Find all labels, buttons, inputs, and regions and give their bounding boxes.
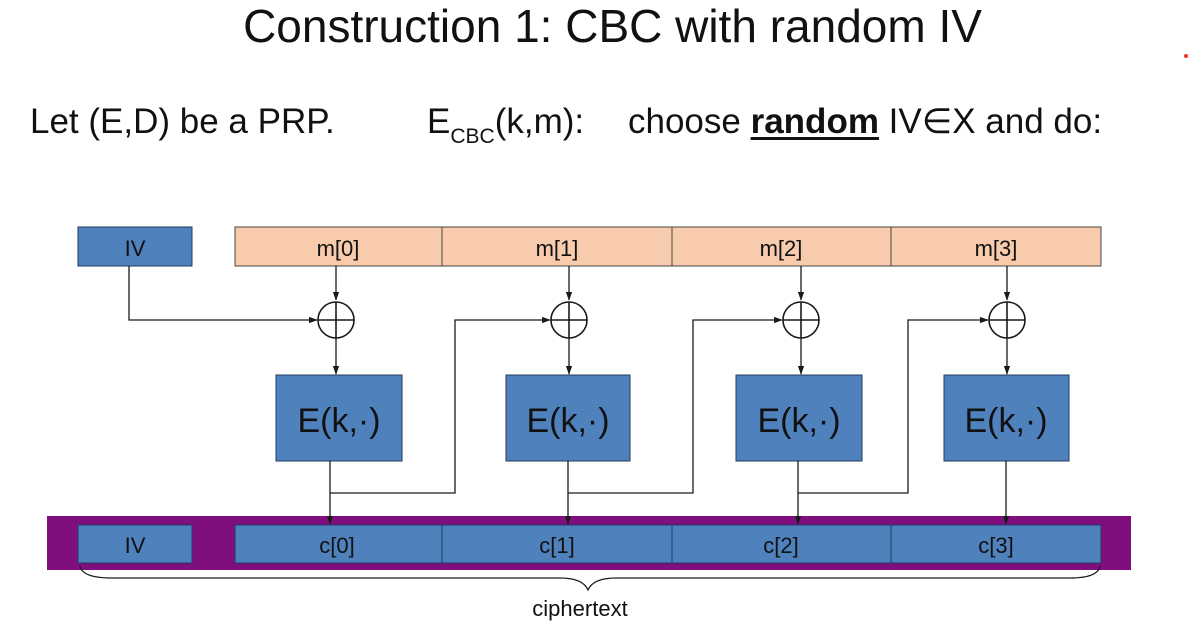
ciphertext-label-3: c[3] (978, 533, 1013, 558)
cipher-box-3 (943, 374, 1070, 462)
ciphertext-iv-label: IV (125, 533, 146, 558)
cipher-label-1: E(k,·) (526, 402, 609, 440)
message-arrows (332, 266, 1011, 301)
ciphertext-iv-block: IV (77, 524, 193, 564)
xor-icon (317, 301, 355, 339)
xor-icon (782, 301, 820, 339)
xor-to-cipher-arrows (332, 338, 1011, 375)
message-label-0: m[0] (317, 236, 360, 261)
message-label-1: m[1] (536, 236, 579, 261)
cipher-box-2 (735, 374, 863, 462)
xor-icon (550, 301, 588, 339)
choose-prefix: choose (628, 102, 751, 141)
ciphertext-block-2 (671, 524, 892, 564)
chain-arrows (330, 316, 989, 494)
enc-args: (k,m): (494, 102, 585, 141)
cipher-label-2: E(k,·) (757, 402, 840, 440)
prp-statement: Let (E,D) be a PRP. (30, 102, 335, 141)
iv-feed-arrow (128, 266, 318, 324)
ciphertext-label-2: c[2] (763, 533, 798, 558)
enc-subscript: CBC (450, 125, 495, 148)
ciphertext-block-3 (890, 524, 1102, 564)
laser-pointer-dot (1184, 54, 1188, 58)
random-emphasis: random (750, 102, 879, 141)
ciphertext-brace-label: ciphertext (532, 596, 627, 621)
enc-func: E (427, 102, 451, 141)
message-block-2 (671, 226, 892, 267)
iv-input-label: IV (125, 236, 146, 261)
cipher-box-0 (275, 374, 403, 462)
iv-input-block: IV (77, 226, 193, 267)
ciphertext-label-1: c[1] (539, 533, 574, 558)
ciphertext-bar: c[0] c[1] c[2] c[3] (234, 524, 1102, 564)
cipher-label-0: E(k,·) (297, 402, 380, 440)
message-label-3: m[3] (975, 236, 1018, 261)
choose-suffix: IV∈X and do: (878, 102, 1103, 141)
encryption-definition: ECBC(k,m): (427, 98, 584, 151)
cipher-output-arrows (326, 461, 1010, 525)
message-block-0 (234, 226, 443, 267)
message-block-3 (890, 226, 1102, 267)
slide-title: Construction 1: CBC with random IV (243, 0, 982, 52)
cipher-box-1 (505, 374, 631, 462)
message-block-1 (441, 226, 673, 267)
ciphertext-block-0 (234, 524, 443, 564)
message-bar: m[0] m[1] m[2] m[3] (234, 226, 1102, 267)
ciphertext-brace (79, 565, 1101, 592)
cipher-boxes: E(k,·) E(k,·) E(k,·) E(k,·) (275, 374, 1070, 462)
ciphertext-label-0: c[0] (319, 533, 354, 558)
xor-icon (988, 301, 1026, 339)
ciphertext-block-1 (441, 524, 673, 564)
message-label-2: m[2] (760, 236, 803, 261)
choose-iv-statement: choose random IV∈X and do: (628, 98, 1102, 146)
cipher-label-3: E(k,·) (964, 402, 1047, 440)
